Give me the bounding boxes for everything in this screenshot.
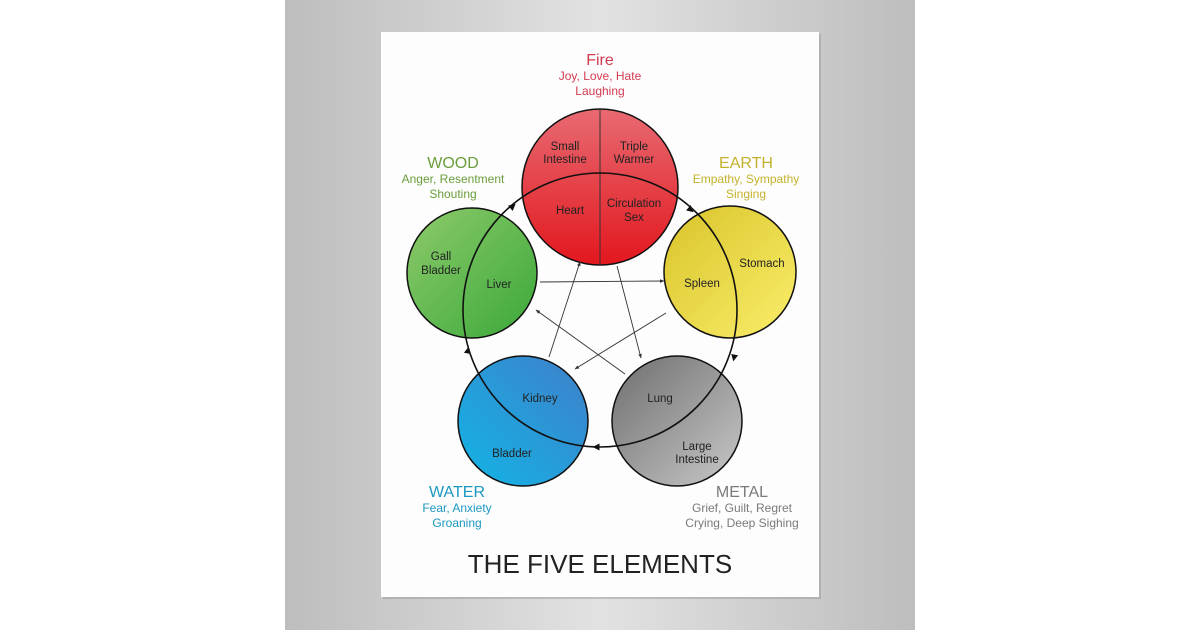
organ-label: Triple bbox=[620, 141, 648, 153]
organ-label: Heart bbox=[556, 205, 585, 217]
svg-text:Joy, Love, Hate: Joy, Love, Hate bbox=[559, 69, 642, 83]
svg-text:Singing: Singing bbox=[726, 187, 766, 201]
organ-label: Spleen bbox=[684, 278, 720, 290]
organ-label: Lung bbox=[647, 393, 673, 405]
metal-caption: METAL Grief, Guilt, Regret Crying, Deep … bbox=[685, 484, 798, 530]
svg-text:Crying, Deep Sighing: Crying, Deep Sighing bbox=[685, 516, 798, 530]
wood-caption: WOOD Anger, Resentment Shouting bbox=[402, 155, 505, 201]
controlling-cycle bbox=[535, 261, 667, 375]
svg-text:Anger, Resentment: Anger, Resentment bbox=[402, 172, 505, 186]
svg-text:WATER: WATER bbox=[429, 484, 485, 501]
earth-caption: EARTH Empathy, Sympathy Singing bbox=[693, 155, 800, 201]
organ-label: Large bbox=[682, 441, 711, 453]
water-circle bbox=[457, 355, 589, 487]
water-caption: WATER Fear, Anxiety Groaning bbox=[422, 484, 491, 530]
earth-circle bbox=[663, 205, 797, 339]
svg-text:METAL: METAL bbox=[716, 484, 768, 501]
fire-caption: Fire Joy, Love, Hate Laughing bbox=[559, 52, 642, 98]
organ-label: Intestine bbox=[675, 454, 718, 466]
svg-text:WOOD: WOOD bbox=[427, 155, 479, 172]
organ-label: Sex bbox=[624, 212, 644, 224]
generating-cycle bbox=[462, 172, 738, 448]
svg-text:Groaning: Groaning bbox=[432, 516, 481, 530]
organ-label: Gall bbox=[431, 251, 451, 263]
svg-text:Fear, Anxiety: Fear, Anxiety bbox=[422, 501, 491, 515]
svg-text:Shouting: Shouting bbox=[429, 187, 476, 201]
organ-label: Kidney bbox=[522, 393, 557, 405]
svg-text:Empathy, Sympathy: Empathy, Sympathy bbox=[693, 172, 800, 186]
organ-label: Circulation bbox=[607, 198, 661, 210]
organ-label: Liver bbox=[487, 279, 512, 291]
svg-text:Grief, Guilt, Regret: Grief, Guilt, Regret bbox=[692, 501, 793, 515]
organ-label: Stomach bbox=[739, 258, 784, 270]
organ-label: Bladder bbox=[421, 265, 461, 277]
organ-label: Small bbox=[551, 141, 580, 153]
organ-label: Intestine bbox=[543, 154, 586, 166]
organ-label: Warmer bbox=[614, 154, 655, 166]
svg-text:Laughing: Laughing bbox=[575, 84, 624, 98]
organ-label: Bladder bbox=[492, 448, 532, 460]
wood-circle bbox=[406, 207, 538, 339]
metal-circle bbox=[611, 355, 743, 487]
svg-text:Fire: Fire bbox=[586, 52, 614, 69]
poster-title: THE FIVE ELEMENTS bbox=[468, 549, 732, 579]
svg-text:EARTH: EARTH bbox=[719, 155, 773, 172]
